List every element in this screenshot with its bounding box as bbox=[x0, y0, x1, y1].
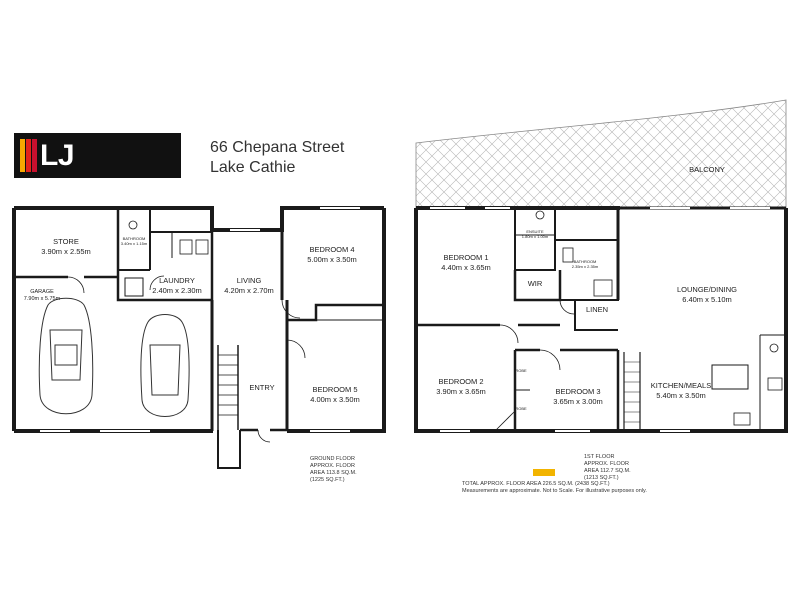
first-floor-plan bbox=[414, 206, 788, 433]
logo-stripe-red bbox=[26, 139, 31, 172]
total-area-note: TOTAL APPROX. FLOOR AREA 226.5 SQ.M. (24… bbox=[462, 481, 610, 487]
disclaimer-note: Measurements are approximate. Not to Sca… bbox=[462, 488, 647, 494]
brand-logo: LJ Hooker bbox=[14, 133, 181, 207]
logo-stripe-yellow bbox=[20, 139, 25, 172]
balcony-area bbox=[415, 99, 787, 209]
logo-text: LJ Hooker bbox=[40, 139, 141, 207]
garage-car-left bbox=[38, 297, 94, 415]
address-line-2: Lake Cathie bbox=[210, 159, 296, 176]
ground-floor-plan bbox=[12, 206, 386, 469]
room-label-robe-1: ROBE bbox=[515, 368, 527, 373]
room-label-robe-2: ROBE bbox=[515, 406, 527, 411]
room-label-wir: WIR bbox=[527, 279, 543, 288]
garage-car-right bbox=[140, 314, 190, 417]
room-label-linen: LINEN bbox=[585, 305, 609, 314]
first-floor-area-note: 1ST FLOOR APPROX. FLOOR AREA 112.7 SQ.M.… bbox=[584, 454, 631, 481]
plan-badge bbox=[533, 469, 555, 476]
room-label-balcony: BALCONY bbox=[689, 165, 725, 174]
address-line-1: 66 Chepana Street bbox=[210, 139, 345, 156]
room-label-entry: ENTRY bbox=[249, 383, 275, 392]
logo-stripe-crimson bbox=[32, 139, 37, 172]
ground-floor-area-note: GROUND FLOOR APPROX. FLOOR AREA 113.8 SQ… bbox=[310, 456, 357, 483]
